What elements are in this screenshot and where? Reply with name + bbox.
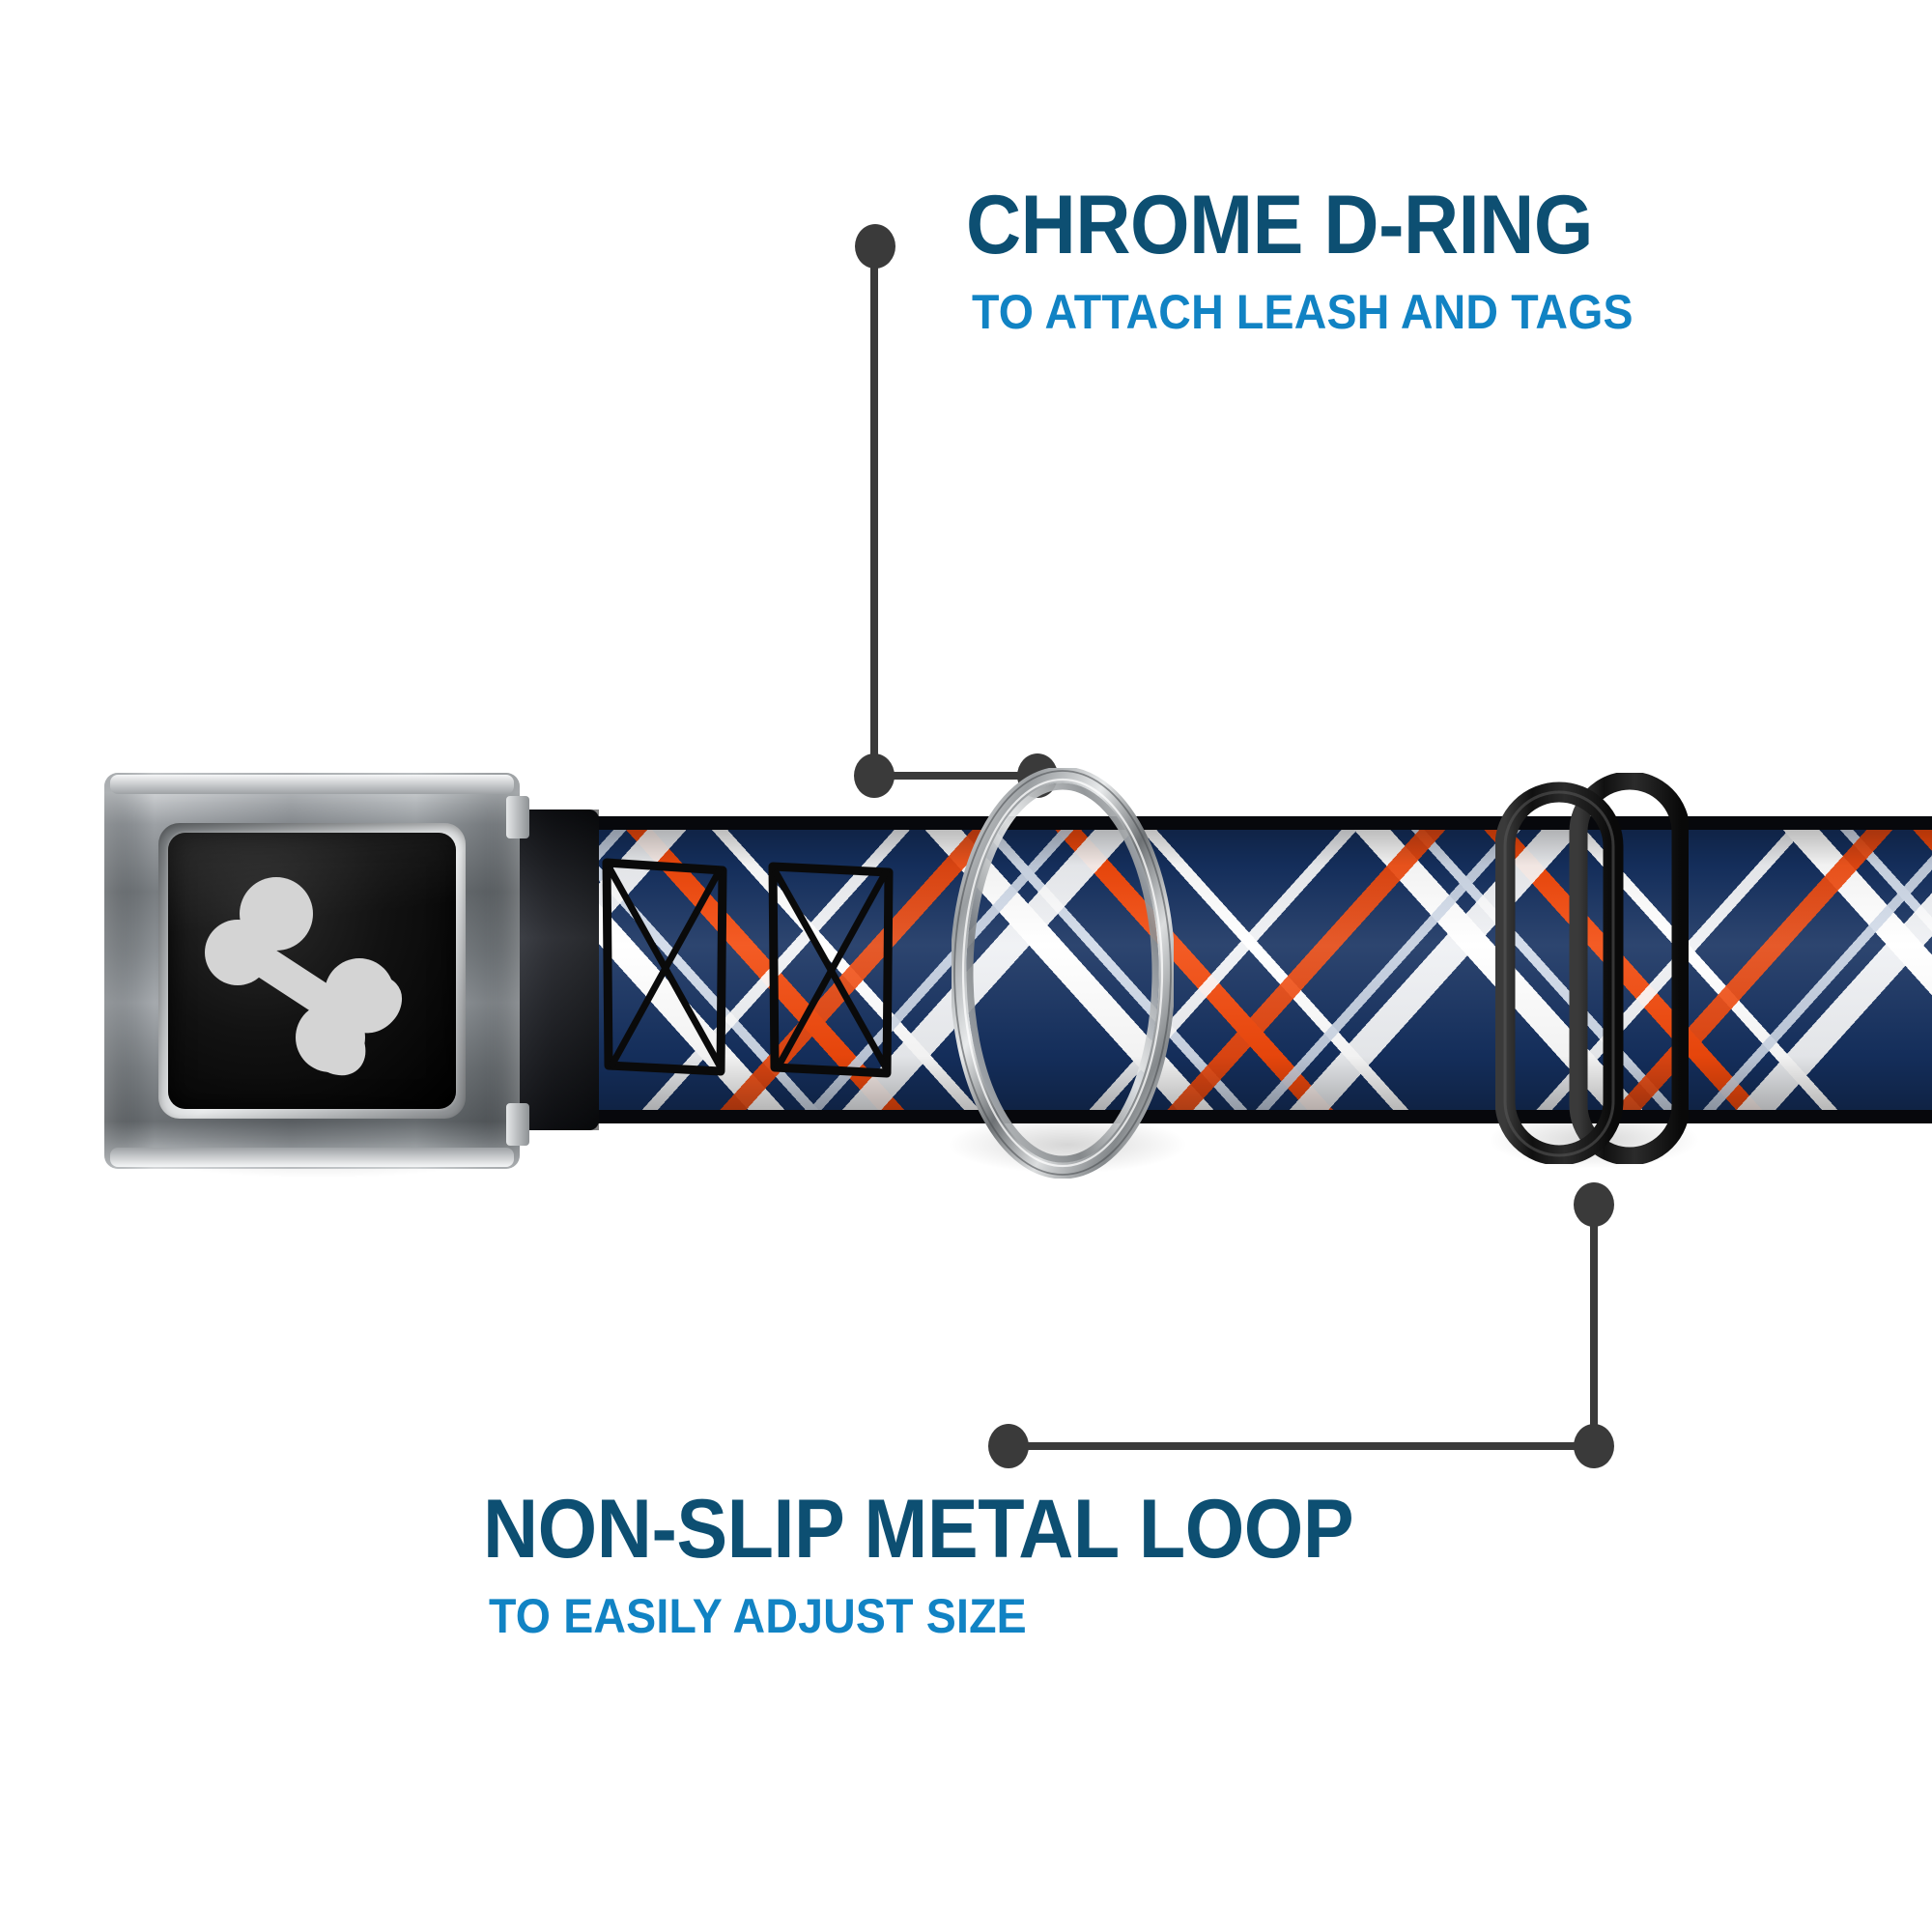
webbing-fold [512, 810, 599, 1130]
strap-edge-top [522, 816, 1932, 830]
box-stitch-left [599, 857, 734, 1079]
callout-title-chrome-d-ring: CHROME D-RING [966, 179, 1593, 271]
dog-bone-icon [180, 842, 444, 1099]
callout-chrome-d-ring: CHROME D-RING TO ATTACH LEASH AND TAGS [966, 184, 1683, 336]
strap-shading [522, 816, 1932, 1123]
callout-title-non-slip-metal-loop: NON-SLIP METAL LOOP [483, 1483, 1354, 1576]
leader-line-dring-horizontal [874, 772, 1048, 780]
chrome-d-ring[interactable] [952, 768, 1174, 1179]
buckle-rim-top [110, 775, 514, 794]
leader-line-dring-vertical [870, 246, 878, 778]
buckle-rim-bottom [110, 1148, 514, 1167]
plaid-fabric [522, 816, 1932, 1123]
leader-line-loop-vertical [1590, 1204, 1598, 1445]
callout-subtitle-chrome-d-ring: TO ATTACH LEASH AND TAGS [972, 285, 1634, 339]
collar-webbing-strap [522, 816, 1932, 1123]
callout-subtitle-non-slip-metal-loop: TO EASILY ADJUST SIZE [489, 1589, 1027, 1643]
non-slip-metal-loop-slider[interactable] [1495, 773, 1689, 1164]
buckle-black-inset [168, 833, 456, 1109]
seatbelt-buckle[interactable] [104, 773, 529, 1169]
buckle-tab-top [506, 796, 529, 838]
buckle-tab-bottom [506, 1103, 529, 1146]
callout-non-slip-metal-loop: NON-SLIP METAL LOOP TO EASILY ADJUST SIZ… [483, 1488, 1430, 1640]
plaid-stripes-diagonal-b [522, 816, 1932, 1123]
leader-line-loop-horizontal [1007, 1442, 1594, 1450]
leader-dot-loop-end [988, 1424, 1029, 1468]
strap-edge-bottom [522, 1110, 1932, 1123]
box-stitch-right [763, 861, 898, 1079]
